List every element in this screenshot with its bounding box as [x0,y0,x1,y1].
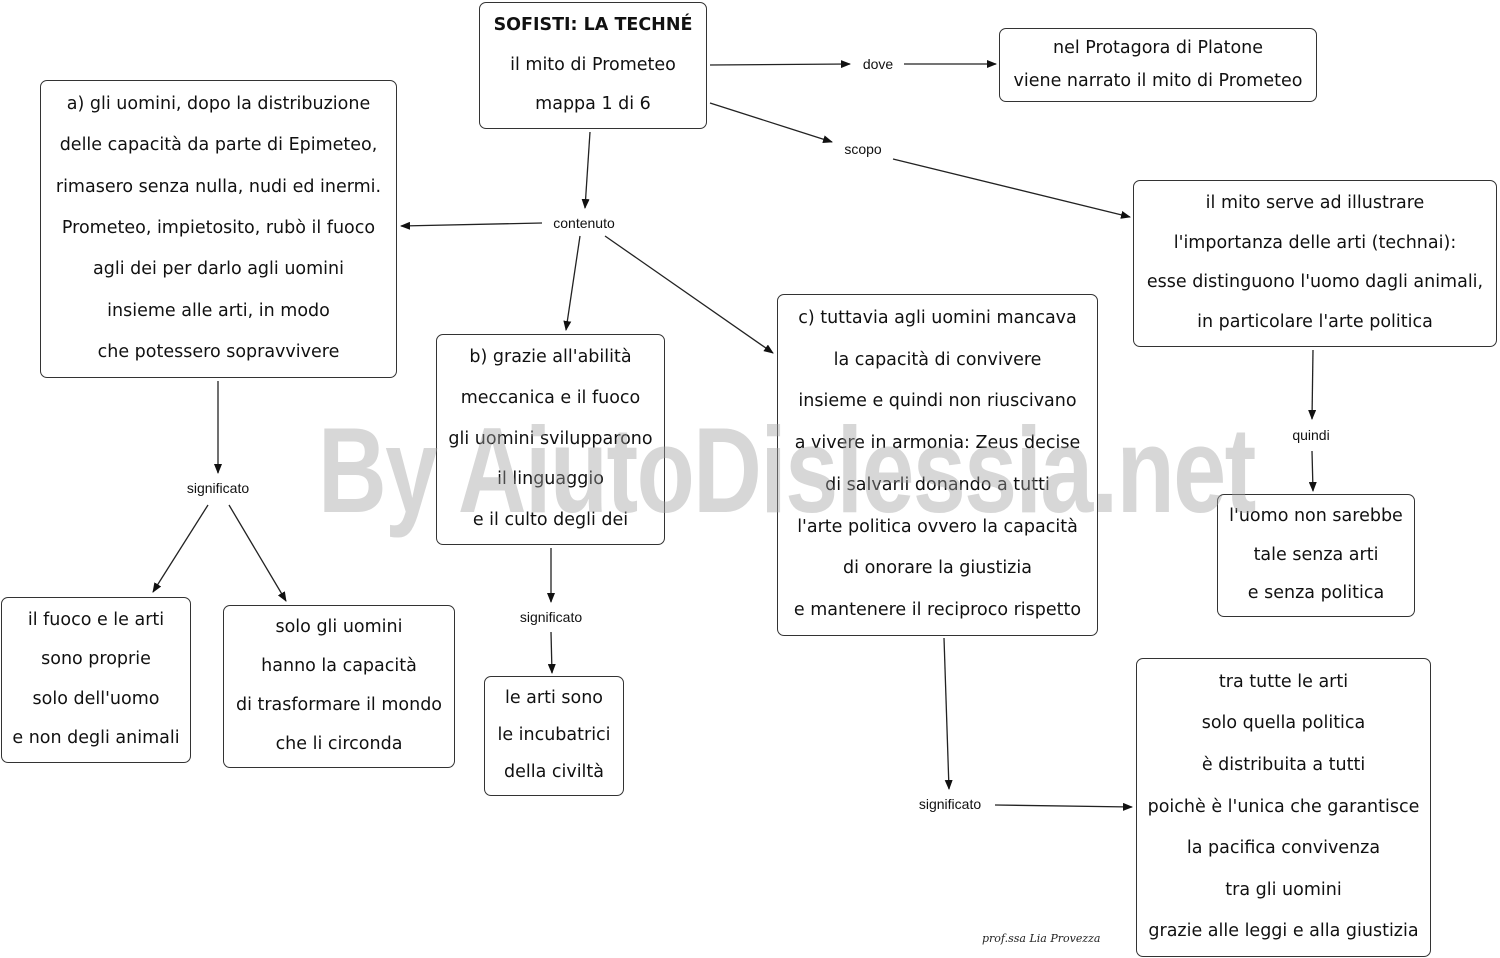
node-text-line: hanno la capacità [261,656,417,677]
node-text-line: della civiltà [503,762,605,783]
node-text-line: tale senza arti [1253,544,1379,565]
node-text-line: l'uomo non sarebbe [1229,506,1403,527]
arrow-title-to-dove [709,60,851,69]
node-text-line: esse distinguono l'uomo dagli animali, [1146,272,1484,293]
node-text-line: il linguaggio [497,469,604,490]
node-text-line: agli dei per darlo agli uomini [93,259,344,280]
arrow-significato-to-a-sig1 [152,504,209,593]
arrow-significato-to-c-sig [994,802,1133,811]
node-text-line: e il culto degli dei [472,509,629,530]
node-text-line: meccanica e il fuoco [460,387,641,408]
node-text-line: che li circonda [275,733,403,754]
link-label-significato-a: significato [184,479,252,497]
arrow-significato-to-a-sig2 [228,504,287,602]
node-text-line: poichè è l'unica che garantisce [1147,796,1420,817]
node-text-line: Prometeo, impietosito, rubò il fuoco [61,218,376,239]
node-text-line: le arti sono [504,687,604,708]
node-text-line: delle capacità da parte di Epimeteo, [59,135,378,156]
node-text-line: rimasero senza nulla, nudi ed inermi. [55,176,382,197]
dove-node: nel Protagora di Platone viene narrato il… [999,28,1317,102]
link-label-dove: dove [860,55,896,73]
title-node: SOFISTI: LA TECHNÉ il mito di Prometeo map… [479,2,707,129]
content-b-node: b) grazie all'abilità meccanica e il fuoc… [436,334,665,545]
meaning-a2-node: solo gli uomini hanno la capacità di trasf… [223,605,455,768]
node-text-line: insieme alle arti, in modo [107,300,330,321]
node-text-line: sono proprie [41,649,151,670]
node-text-line: e senza politica [1247,582,1385,603]
meaning-b-node: le arti sono le incubatrici della civiltà [484,676,624,796]
node-text-line: gli uomini svilupparono [448,428,653,449]
node-text-line: di salvarli donando a tutti [825,474,1050,495]
node-text-line: in particolare l'arte politica [1197,312,1433,333]
node-text-line: nel Protagora di Platone [1052,37,1264,58]
content-a-node: a) gli uomini, dopo la distribuzione dell… [40,80,397,378]
node-text-line: grazie alle leggi e alla giustizia [1148,921,1419,942]
link-label-quindi: quindi [1290,426,1332,444]
node-text-line: tra tutte le arti [1218,671,1349,692]
arrow-scopo-to-box [892,158,1131,219]
arrow-significato-to-b-sig [547,631,556,674]
content-c-node: c) tuttavia agli uomini mancava la capaci… [777,294,1098,636]
link-label-significato-c: significato [916,795,984,813]
node-text-line: SOFISTI: LA TECHNÉ [493,14,693,35]
node-text-line: il mito serve ad illustrare [1205,192,1425,213]
node-text-line: b) grazie all'abilità [469,347,632,368]
node-text-line: che potessero sopravvivere [97,342,340,363]
node-text-line: il fuoco e le arti [27,609,165,630]
node-text-line: viene narrato il mito di Prometeo [1013,70,1303,91]
node-text-line: la capacità di convivere [833,349,1042,370]
node-text-line: solo gli uomini [275,617,403,638]
arrow-contenuto-to-c [604,235,774,354]
node-text-line: e mantenere il reciproco rispetto [793,600,1082,621]
arrow-contenuto-to-a [400,221,543,230]
meaning-c-node: tra tutte le arti solo quella politica è d… [1136,658,1431,957]
node-text-line: a) gli uomini, dopo la distribuzione [66,93,371,114]
node-text-line: tra gli uomini [1225,879,1342,900]
node-text-line: di trasformare il mondo [235,694,443,715]
node-text-line: solo quella politica [1201,713,1366,734]
arrow-contenuto-to-b [563,235,581,331]
node-text-line: di onorare la giustizia [843,558,1032,579]
link-label-contenuto: contenuto [551,214,617,232]
node-text-line: l'importanza delle arti (technai): [1173,232,1457,253]
node-text-line: le incubatrici [497,725,611,746]
node-text-line: solo dell'uomo [32,688,160,709]
arrow-title-to-scopo [709,102,833,144]
node-text-line: mappa 1 di 6 [535,94,651,115]
quindi-result-node: l'uomo non sarebbe tale senza arti e senza… [1217,494,1415,617]
node-text-line: è distribuita a tutti [1201,754,1366,775]
arrow-title-to-contenuto [581,131,591,209]
node-text-line: a vivere in armonia: Zeus decise [794,433,1081,454]
author-signature: prof.ssa Lia Provezza [982,932,1101,945]
watermark: By AiutoDislessia.net [318,402,1256,538]
link-label-scopo: scopo [842,140,884,158]
node-text-line: la pacifica convivenza [1186,838,1381,859]
node-text-line: l'arte politica ovvero la capacità [797,516,1078,537]
node-text-line: il mito di Prometeo [510,54,676,75]
link-label-significato-b: significato [517,608,585,626]
meaning-a1-node: il fuoco e le arti sono proprie solo dell'… [1,597,191,763]
arrow-c-to-significato [943,637,953,790]
arrow-quindi-to-result [1308,450,1317,492]
node-text-line: insieme e quindi non riuscivano [798,391,1077,412]
scopo-node: il mito serve ad illustrare l'importanza … [1133,180,1497,347]
node-text-line: e non degli animali [12,728,180,749]
arrow-scopo-to-quindi [1308,349,1317,420]
node-text-line: c) tuttavia agli uomini mancava [798,307,1077,328]
